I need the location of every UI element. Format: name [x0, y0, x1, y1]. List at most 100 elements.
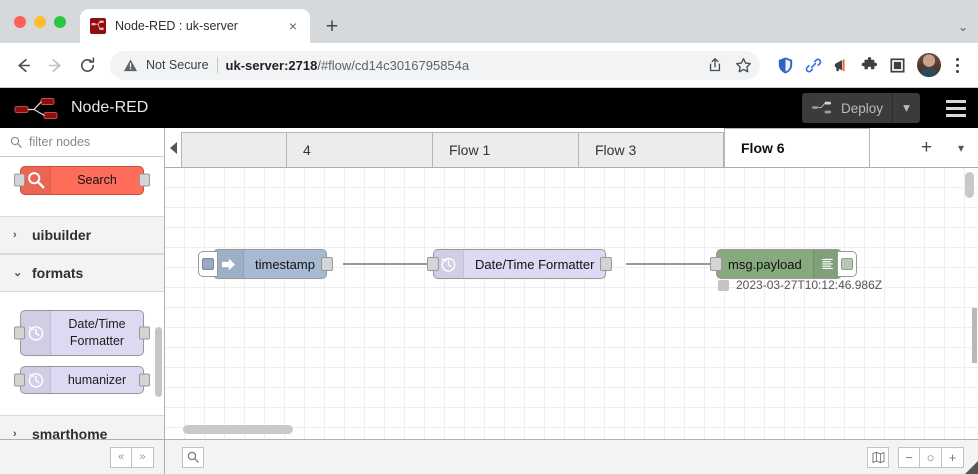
- link-extension-icon[interactable]: [800, 52, 826, 78]
- deploy-label: Deploy: [840, 100, 883, 116]
- magnifier-icon: [21, 167, 51, 194]
- palette-category-label: smarthome: [32, 426, 108, 439]
- chevron-right-icon: ›: [13, 428, 17, 439]
- collapse-all-button[interactable]: «: [110, 446, 132, 468]
- flow-tab-label: 2: [181, 142, 182, 158]
- palette-category-formats[interactable]: ⌄ formats: [0, 253, 164, 292]
- node-red-logo: Node-RED: [14, 96, 148, 120]
- flow-tab-flow-3[interactable]: Flow 3: [578, 132, 724, 167]
- zoom-reset-button[interactable]: ○: [920, 446, 942, 468]
- wire-formatter-to-debug: [626, 263, 711, 265]
- warning-triangle-icon: [123, 58, 138, 73]
- node-red-logo-icon: [14, 98, 58, 119]
- forward-arrow-icon[interactable]: [40, 50, 70, 80]
- profile-avatar[interactable]: [917, 53, 941, 77]
- output-port[interactable]: [600, 257, 613, 271]
- wire-inject-to-formatter: [343, 263, 428, 265]
- flow-tabs: 2 4 Flow 1 Flow 3 Flow 6: [181, 128, 899, 167]
- palette-node-date-time-formatter[interactable]: Date/Time Formatter: [14, 309, 150, 356]
- flow-canvas[interactable]: timestamp Date/Time Formatter: [165, 168, 978, 439]
- inject-trigger-button[interactable]: [198, 251, 218, 277]
- input-port[interactable]: [710, 257, 722, 271]
- status-dot: [718, 279, 729, 291]
- browser-tab-title: Node-RED : uk-server: [115, 19, 238, 33]
- debug-lines-icon: [812, 250, 841, 278]
- omnibox-actions: [702, 52, 756, 78]
- canvas-horizontal-scrollbar[interactable]: [183, 425, 293, 434]
- inject-node-label: timestamp: [255, 256, 315, 272]
- filter-placeholder: filter nodes: [29, 135, 91, 149]
- flow-tab-label: 4: [303, 142, 311, 158]
- node-red-favicon: [90, 18, 106, 34]
- navigator-map-icon[interactable]: [867, 446, 889, 468]
- expand-all-button[interactable]: »: [132, 446, 154, 468]
- palette-scrollbar[interactable]: [155, 327, 162, 397]
- flow-tab-2[interactable]: 2: [181, 132, 286, 167]
- chevron-down-icon[interactable]: ⌄: [957, 20, 968, 34]
- chevron-down-icon: ⌄: [13, 267, 23, 279]
- back-arrow-icon[interactable]: [8, 50, 38, 80]
- flow-tab-flow-1[interactable]: Flow 1: [432, 132, 578, 167]
- address-bar[interactable]: Not Secure uk-server:2718/#flow/cd14c301…: [110, 50, 760, 80]
- close-icon[interactable]: ×: [288, 18, 298, 34]
- hamburger-menu-icon[interactable]: [934, 88, 978, 128]
- shield-extension-icon[interactable]: [772, 52, 798, 78]
- reload-icon[interactable]: [72, 50, 102, 80]
- inject-node[interactable]: timestamp: [198, 249, 333, 279]
- browser-tabstrip: Node-RED : uk-server × + ⌄: [0, 0, 978, 43]
- palette-scroll-area: Search › uibuilder ⌄ formats: [0, 157, 164, 439]
- app-header: Node-RED Deploy ▾: [0, 88, 978, 128]
- megaphone-extension-icon[interactable]: [828, 52, 854, 78]
- tabbar-actions: + ▾: [899, 128, 978, 167]
- app-body: filter nodes Search: [0, 128, 978, 439]
- palette-node-label: humanizer: [67, 372, 127, 387]
- debug-node[interactable]: msg.payload: [710, 249, 857, 279]
- formatter-node-label: Date/Time Formatter: [475, 256, 595, 272]
- window-controls: [14, 0, 80, 43]
- input-port[interactable]: [427, 257, 439, 271]
- status-text: 2023-03-27T10:12:46.986Z: [736, 278, 883, 292]
- palette-category-uibuilder[interactable]: › uibuilder: [0, 215, 164, 254]
- app-title: Node-RED: [71, 99, 149, 116]
- browser-tab[interactable]: Node-RED : uk-server ×: [80, 9, 310, 43]
- date-time-formatter-node[interactable]: Date/Time Formatter: [427, 249, 613, 279]
- minimize-window-button[interactable]: [34, 15, 46, 28]
- flow-tabbar: 2 4 Flow 1 Flow 3 Flow 6: [165, 128, 978, 168]
- input-port: [14, 373, 25, 387]
- share-icon[interactable]: [702, 52, 728, 78]
- chevron-down-icon[interactable]: ▾: [892, 93, 920, 123]
- palette-category-label: formats: [32, 264, 84, 281]
- zoom-in-button[interactable]: +: [942, 446, 964, 468]
- resize-handle[interactable]: [965, 461, 978, 474]
- flow-tab-flow-6[interactable]: Flow 6: [724, 128, 870, 167]
- chevron-down-icon[interactable]: ▾: [957, 140, 964, 155]
- search-flows-button[interactable]: [182, 446, 204, 468]
- zoom-out-button[interactable]: −: [898, 446, 920, 468]
- url-path: /#flow/cd14c3016795854a: [317, 57, 470, 73]
- maximize-window-button[interactable]: [54, 15, 66, 28]
- new-tab-button[interactable]: +: [325, 14, 339, 38]
- add-flow-button[interactable]: +: [920, 136, 932, 158]
- output-port[interactable]: [320, 257, 333, 271]
- palette-node-humanizer[interactable]: humanizer: [14, 365, 150, 394]
- footer-view-actions: − ○ +: [867, 446, 978, 468]
- puzzle-extension-icon[interactable]: [856, 52, 882, 78]
- input-port: [14, 173, 25, 187]
- palette-node-search[interactable]: Search: [14, 166, 150, 195]
- flow-tab-4[interactable]: 4: [286, 132, 432, 167]
- deploy-button[interactable]: Deploy ▾: [801, 93, 920, 123]
- url-host: uk-server:2718: [225, 57, 318, 73]
- deploy-icon: [812, 101, 831, 114]
- canvas-vertical-scrollbar[interactable]: [965, 172, 974, 198]
- square-extension-icon[interactable]: [884, 52, 910, 78]
- canvas-vertical-scrollbar-secondary[interactable]: [972, 308, 977, 363]
- debug-toggle-button[interactable]: [836, 251, 857, 277]
- palette-footer-actions: « »: [0, 439, 165, 474]
- tab-scroll-left-icon[interactable]: [165, 128, 181, 167]
- star-icon[interactable]: [730, 52, 756, 78]
- filter-nodes-input[interactable]: filter nodes: [0, 128, 164, 157]
- close-window-button[interactable]: [14, 15, 26, 28]
- three-dot-menu-icon[interactable]: [946, 57, 968, 73]
- palette-category-smarthome[interactable]: › smarthome: [0, 415, 164, 439]
